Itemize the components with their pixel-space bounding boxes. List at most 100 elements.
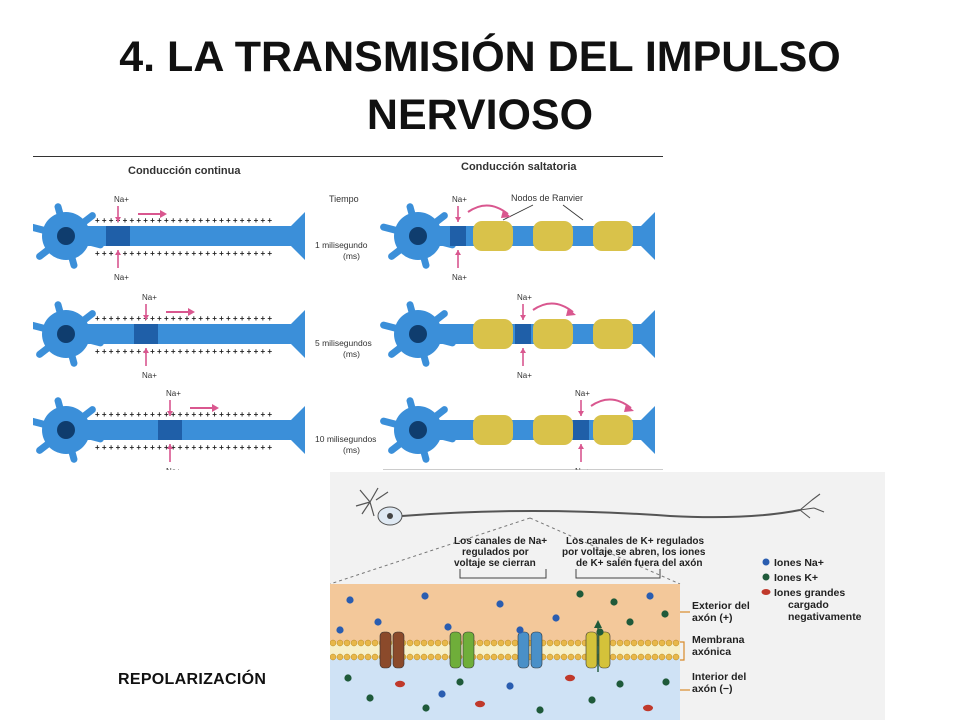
- sodium-ion: [444, 623, 452, 631]
- zoom-line-left: [330, 517, 531, 585]
- phospholipid-head: [336, 639, 344, 647]
- legend-label-charged: cargado: [788, 599, 829, 611]
- saltatory-axon-terminal: [641, 212, 655, 260]
- saltatory-heading: Conducción saltatoria: [461, 161, 577, 173]
- phospholipid-head: [441, 653, 449, 661]
- membrane-charge-signs: + + + + + + + + + + + + + + + + + + + + …: [95, 443, 272, 452]
- continuous-na-influx-top-head: [115, 217, 121, 222]
- nodes-of-ranvier-label: Nodos de Ranvier: [511, 193, 583, 203]
- phospholipid-head: [420, 653, 428, 661]
- phospholipid-head: [511, 639, 519, 647]
- phospholipid-head: [637, 639, 645, 647]
- potassium-ion: [662, 678, 670, 686]
- phospholipid-head: [357, 653, 365, 661]
- continuous-na-influx-bottom-head: [167, 444, 173, 449]
- myelin-sheath: [533, 319, 573, 349]
- phospholipid-head: [644, 653, 652, 661]
- saltatory-na-label-bottom: Na+: [452, 273, 467, 282]
- myelin-sheath: [533, 415, 573, 445]
- sodium-ion: [346, 596, 354, 604]
- phospholipid-head: [553, 639, 561, 647]
- saltatory-axon-terminal: [641, 310, 655, 358]
- saltatory-na-influx-top-head: [578, 411, 584, 416]
- continuous-na-label-bottom: Na+: [166, 467, 181, 470]
- large-negative-ion: [395, 680, 405, 688]
- continuous-depolarized-zone: [106, 226, 130, 246]
- ion-channels: [379, 631, 611, 669]
- sodium-ion: [421, 592, 429, 600]
- phospholipid-head: [483, 653, 491, 661]
- phospholipid-head: [350, 653, 358, 661]
- saltatory-neuron-nucleus: [409, 227, 427, 245]
- title-line-2: NERVIOSO: [366, 91, 594, 139]
- saltatory-na-label-top: Na+: [452, 195, 467, 204]
- active-node-of-ranvier: [573, 420, 589, 440]
- repolarization-caption: REPOLARIZACIÓN: [118, 671, 267, 688]
- potassium-ion: [588, 696, 596, 704]
- channel-protein: [449, 631, 462, 669]
- phospholipid-head: [343, 639, 351, 647]
- phospholipid-head: [609, 653, 617, 661]
- phospholipid-head: [609, 639, 617, 647]
- saltatory-na-label-bottom: Na+: [517, 371, 532, 380]
- myelin-sheath: [593, 415, 633, 445]
- saltatory-neuron-nucleus: [409, 421, 427, 439]
- phospholipid-head: [406, 639, 414, 647]
- phospholipid-head: [476, 653, 484, 661]
- potassium-ion: [366, 694, 374, 702]
- large-negative-ion: [475, 700, 485, 708]
- phospholipid-head: [574, 639, 582, 647]
- continuous-na-influx-top-head: [143, 315, 149, 320]
- continuous-propagation-arrow-head: [188, 308, 195, 316]
- potassium-ion: [616, 680, 624, 688]
- phospholipid-head: [364, 639, 372, 647]
- continuous-na-label-top: Na+: [166, 389, 181, 398]
- phospholipid-head: [427, 653, 435, 661]
- k-callout-bracket: [575, 569, 661, 579]
- continuous-na-label-top: Na+: [142, 293, 157, 302]
- time-unit: (ms): [343, 349, 360, 359]
- large-negative-ion: [643, 704, 653, 712]
- sodium-ion: [496, 600, 504, 608]
- na-callout-line3: voltaje se cierran: [454, 558, 536, 569]
- active-node-of-ranvier: [450, 226, 466, 246]
- continuous-axon: [83, 420, 291, 440]
- channel-protein: [585, 631, 598, 669]
- channel-protein: [379, 631, 392, 669]
- phospholipid-head: [371, 653, 379, 661]
- continuous-na-label-bottom: Na+: [142, 371, 157, 380]
- membrane-charge-signs: + + + + + + + + + + + + + + + + + + + + …: [95, 249, 272, 258]
- phospholipid-head: [546, 639, 554, 647]
- conduction-diagram: Conducción continua Conducción saltatori…: [33, 158, 663, 470]
- saltatory-na-influx-bottom-head: [578, 444, 584, 449]
- channel-protein: [598, 631, 611, 669]
- phospholipid-head: [483, 639, 491, 647]
- phospholipid-head: [427, 639, 435, 647]
- legend-label-large-ions: Iones grandes: [774, 587, 845, 599]
- phospholipid-head: [504, 639, 512, 647]
- channel-protein: [392, 631, 405, 669]
- phospholipid-head: [330, 639, 337, 647]
- time-unit: (ms): [343, 251, 360, 261]
- phospholipid-head: [672, 653, 680, 661]
- channel-protein: [462, 631, 475, 669]
- phospholipid-head: [336, 653, 344, 661]
- phospholipid-head: [490, 639, 498, 647]
- saltatory-na-label-top: Na+: [517, 293, 532, 302]
- myelin-sheath: [593, 319, 633, 349]
- membrane-label-line2: axónica: [692, 646, 731, 658]
- slide-title: 4. LA TRANSMISIÓN DEL IMPULSO NERVIOSO: [0, 28, 960, 144]
- myelin-sheath: [473, 221, 513, 251]
- potassium-ion: [661, 610, 669, 618]
- continuous-propagation-arrow-head: [212, 404, 219, 412]
- legend-swatch-k: [762, 573, 770, 581]
- phospholipid-head: [504, 653, 512, 661]
- time-value: 10 milisegundos: [315, 434, 376, 444]
- sodium-ion: [552, 614, 560, 622]
- sodium-ion: [646, 592, 654, 600]
- phospholipid-head: [623, 653, 631, 661]
- phospholipid-head: [343, 653, 351, 661]
- continuous-na-label-bottom: Na+: [114, 273, 129, 282]
- membrane-charge-signs: + + + + + + + + + + + + + + + + + + + + …: [95, 314, 272, 323]
- continuous-na-influx-top-head: [167, 411, 173, 416]
